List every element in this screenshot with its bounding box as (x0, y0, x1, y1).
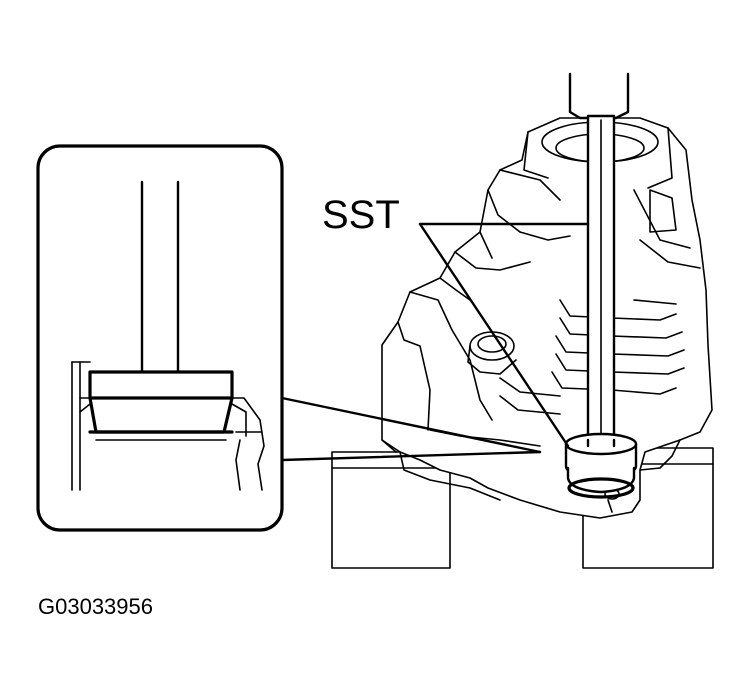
sst-driver-attachment (564, 432, 638, 499)
sst-label: SST (322, 193, 400, 237)
sst-press-ram (568, 72, 630, 448)
detail-inset (36, 144, 284, 532)
inset-tool-head (88, 370, 234, 434)
support-block-left (331, 451, 451, 569)
sst-callout-leader (418, 222, 590, 448)
inset-housing (71, 361, 265, 491)
inset-zoom-leader (280, 396, 542, 462)
inset-tool-shaft (140, 180, 180, 374)
detail-inset-frame (36, 144, 284, 532)
figure-code: G03033956 (38, 594, 153, 619)
